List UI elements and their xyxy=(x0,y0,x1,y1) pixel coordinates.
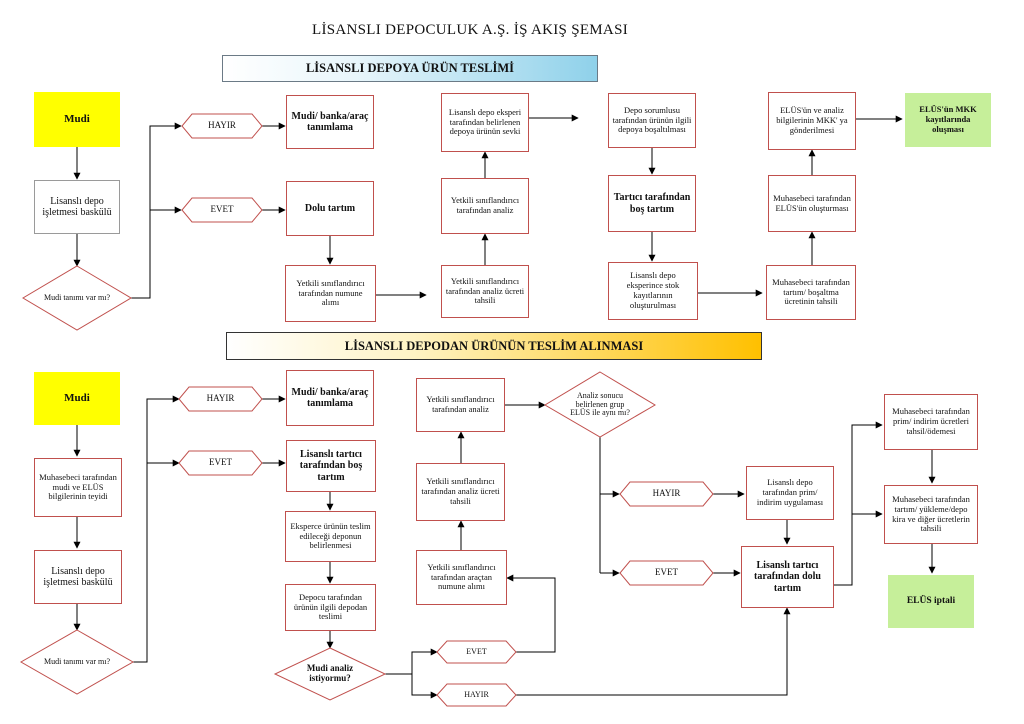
bos-tartim-box-top: Tartıcı tarafından boş tartım xyxy=(608,175,696,232)
teyit-box-bottom: Muhasebeci tarafından mudi ve ELÜS bilgi… xyxy=(34,458,122,517)
arrow-decision-evet4 xyxy=(385,648,438,675)
prim-tahsil-box-bottom: Muhasebeci tarafından prim/ indirim ücre… xyxy=(884,394,978,450)
analiz-box-top: Yetkili sınıflandırıcı tarafından analiz xyxy=(441,178,529,234)
mudi-box-bottom: Mudi xyxy=(34,372,120,425)
hayir-hexagon-grup xyxy=(619,481,714,507)
tahsil-box-top: Muhasebeci tarafından tartım/ boşaltma ü… xyxy=(766,265,856,320)
arrow-dolutartim-primtahsil xyxy=(834,421,883,586)
section-banner-withdrawal: LİSANSLI DEPODAN ÜRÜNÜN TESLİM ALINMASI xyxy=(226,332,762,360)
evet-hexagon-grup xyxy=(619,560,714,586)
numune-box-bottom: Yetkili sınıflandırıcı tarafından araçta… xyxy=(416,550,507,605)
mudi-box-top: Mudi xyxy=(34,92,120,147)
hayir-hexagon-top xyxy=(181,113,263,139)
decision-analiz-istiyor xyxy=(273,647,387,701)
arrow-decision2-hayir xyxy=(133,395,180,663)
ucret-box-bottom: Yetkili sınıflandırıcı tarafından analiz… xyxy=(416,463,505,521)
ucret-box-top: Yetkili sınıflandırıcı tarafından analiz… xyxy=(441,265,529,318)
sevk-box-top: Lisanslı depo eksperi tarafından belirle… xyxy=(441,93,529,152)
hayir-hexagon-analiz xyxy=(436,683,517,707)
page-title: LİSANSLI DEPOCULUK A.Ş. İŞ AKIŞ ŞEMASI xyxy=(311,22,629,38)
arrow-hayir4-dolutartim xyxy=(516,607,791,696)
kira-tahsil-box-bottom: Muhasebeci tarafından tartım/ yükleme/de… xyxy=(884,485,978,544)
teslim-box-bottom: Depocu tarafından ürünün ilgili depodan … xyxy=(285,584,376,631)
decision-mudi-tanimi-bottom xyxy=(19,629,135,695)
dolu-tartim-box-bottom: Lisanslı tartıcı tarafından dolu tartım xyxy=(741,546,834,608)
mkk-gonder-box-top: ELÜS'ün ve analiz bilgilerinin MKK' ya g… xyxy=(768,92,856,150)
elus-olusturma-box-top: Muhasebeci tarafından ELÜS'ün oluşturmas… xyxy=(768,175,856,232)
bos-tartim-box-bottom: Lisanslı tartıcı tarafından boş tartım xyxy=(286,440,376,492)
section-banner-delivery: LİSANSLI DEPOYA ÜRÜN TESLİMİ xyxy=(222,55,598,82)
evet-hexagon-analiz xyxy=(436,640,517,664)
decision-grup-ayni xyxy=(544,371,656,438)
evet-hexagon-bottom xyxy=(178,450,263,476)
bosaltma-box-top: Depo sorumlusu tarafından ürünün ilgili … xyxy=(608,93,696,148)
stok-box-top: Lisanslı depo eksperince stok kayıtların… xyxy=(608,262,698,320)
eksper-box-bottom: Eksperce ürünün teslim edileceği deponun… xyxy=(285,511,376,562)
baskul-box-bottom: Lisanslı depo işletmesi baskülü xyxy=(34,550,122,604)
tanimlama-box-top: Mudi/ banka/araç tanımlama xyxy=(286,95,374,149)
arrow-decision-hayir4 xyxy=(411,674,437,696)
arrow-decision-hayir xyxy=(131,122,182,299)
analiz-box-bottom: Yetkili sınıflandırıcı tarafından analiz xyxy=(416,378,505,432)
mkk-kayit-box-top: ELÜS'ün MKK kayıtlarında oluşması xyxy=(905,93,991,147)
numune-box-top: Yetkili sınıflandırıcı tarafından numune… xyxy=(285,265,376,322)
baskul-box-top: Lisanslı depo işletmesi baskülü xyxy=(34,180,120,234)
hayir-hexagon-bottom xyxy=(178,386,263,412)
decision-mudi-tanimi-top xyxy=(22,265,132,331)
prim-uygulama-box-bottom: Lisanslı depo tarafından prim/ indirim u… xyxy=(746,466,834,520)
elus-iptal-box-bottom: ELÜS iptali xyxy=(888,575,974,628)
dolu-tartim-box-top: Dolu tartım xyxy=(286,181,374,236)
arrow-evet4-numune xyxy=(506,574,556,653)
tanimlama-box-bottom: Mudi/ banka/araç tanımlama xyxy=(286,370,374,426)
evet-hexagon-top xyxy=(181,197,263,223)
